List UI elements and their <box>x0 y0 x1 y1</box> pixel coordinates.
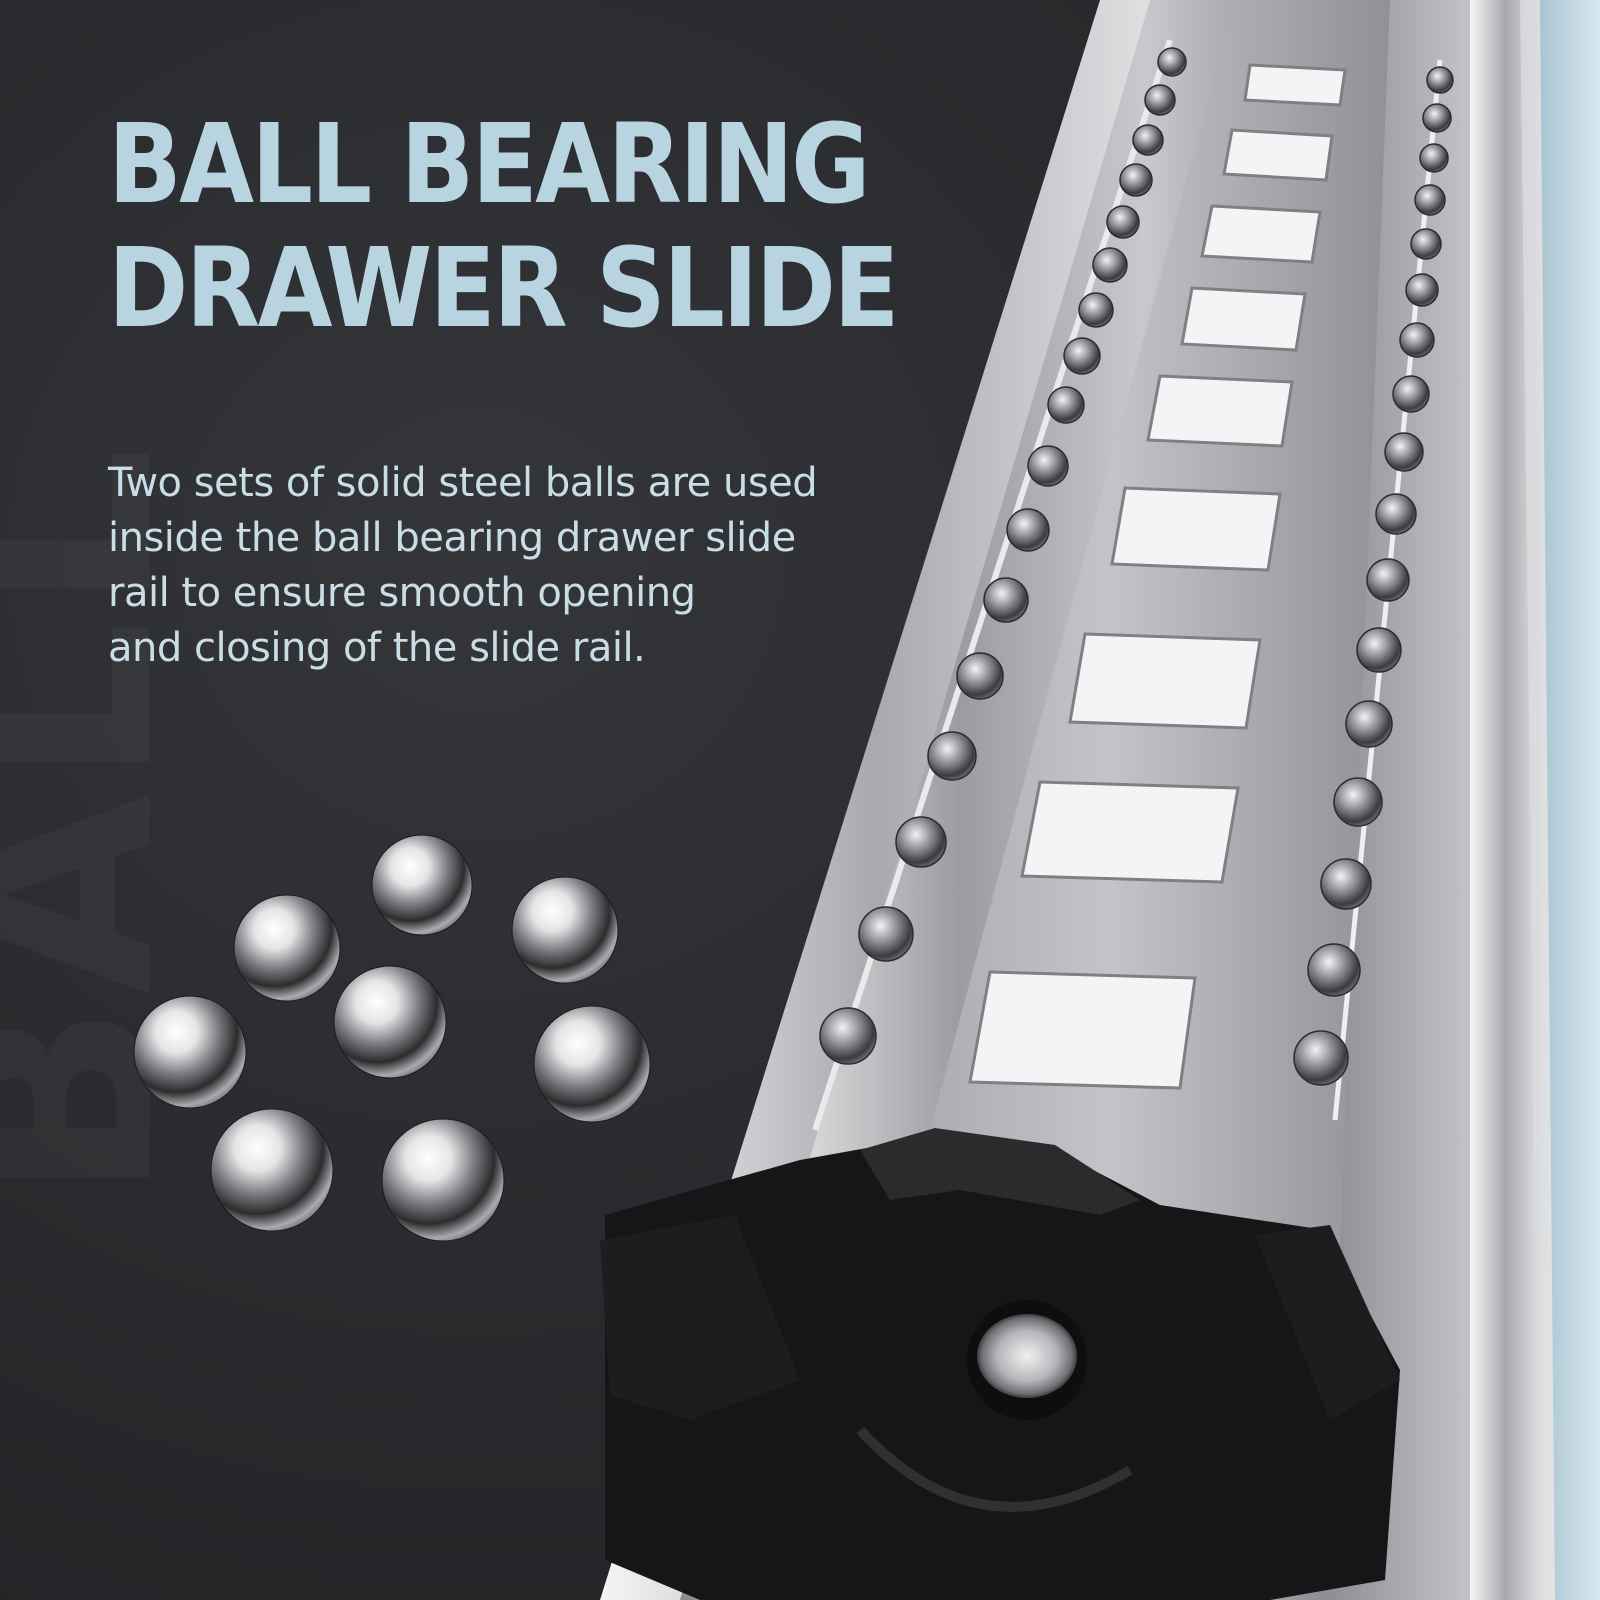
channel-cutout <box>968 970 1197 1090</box>
rail-ball <box>1047 386 1085 424</box>
rail-ball <box>1293 1030 1349 1086</box>
steel-ball <box>133 995 247 1109</box>
rail-ball <box>1333 777 1383 827</box>
rail-ball <box>1307 943 1361 997</box>
channel-cutout <box>1222 128 1334 182</box>
right-ball-row <box>1293 66 1454 1086</box>
rail-ball <box>1078 292 1114 328</box>
description-line: rail to ensure smooth opening <box>108 570 696 616</box>
rail-ball <box>1132 124 1164 156</box>
rail-ball <box>983 577 1029 623</box>
page-title: BALL BEARING DRAWER SLIDE <box>108 100 899 352</box>
end-cap-left-tab <box>600 1215 800 1420</box>
description-line: inside the ball bearing drawer slide <box>108 515 796 561</box>
steel-ball <box>371 834 473 936</box>
end-cap-curve <box>856 1426 1133 1512</box>
rail-ball <box>1157 47 1187 77</box>
loose-steel-balls <box>133 834 651 1242</box>
description-line: Two sets of solid steel balls are used <box>108 460 818 506</box>
rivet-face <box>977 1314 1077 1398</box>
left-ball-row <box>819 47 1187 1065</box>
title-line-1: BALL BEARING <box>108 100 871 228</box>
rail-ball <box>1345 700 1393 748</box>
channel-cutout <box>1068 632 1262 730</box>
title-line-2: DRAWER SLIDE <box>108 224 899 352</box>
product-description: Two sets of solid steel balls are used i… <box>108 456 928 676</box>
channel-cutout <box>1020 780 1240 884</box>
rail-ball <box>1426 66 1454 94</box>
rail-ball <box>1356 627 1402 673</box>
rail-ball <box>1106 205 1140 239</box>
rail-ball <box>1414 184 1446 216</box>
steel-ball <box>511 876 619 984</box>
rail-ball <box>1419 143 1449 173</box>
rail-ball <box>1384 432 1424 472</box>
rail-ball <box>1092 247 1128 283</box>
rail-inner-channel <box>830 0 1390 1500</box>
rail-ball <box>819 1007 877 1065</box>
plastic-end-cap <box>600 1128 1400 1600</box>
rail-ball <box>1399 322 1435 358</box>
channel-cutout <box>1146 374 1294 448</box>
steel-ball <box>210 1108 334 1232</box>
rail-ball <box>1410 228 1442 260</box>
rail-ball <box>956 652 1004 700</box>
rail-ball <box>858 906 914 962</box>
rail-ball <box>895 816 947 868</box>
rail-ball <box>1320 858 1372 910</box>
rail-ball <box>1063 337 1101 375</box>
end-cap-right-tab <box>1255 1225 1400 1420</box>
channel-cutout <box>1200 204 1322 264</box>
rail-ball <box>1422 103 1452 133</box>
rail-ball <box>1006 508 1050 552</box>
steel-ball <box>533 1005 651 1123</box>
channel-cutout <box>1180 286 1307 352</box>
steel-ball <box>233 894 341 1002</box>
rail-ball <box>1144 84 1176 116</box>
rail-ball <box>1405 273 1439 307</box>
steel-ball <box>333 965 447 1079</box>
channel-cutout <box>1110 486 1282 572</box>
rail-ball <box>927 731 977 781</box>
channel-cutout <box>1243 63 1347 107</box>
rail-ball <box>1375 493 1417 535</box>
rail-right-lip <box>1470 0 1540 1600</box>
description-line: and closing of the slide rail. <box>108 625 646 671</box>
end-cap-top-face <box>860 1128 1140 1215</box>
rail-ball <box>1366 558 1410 602</box>
rail-ball <box>1392 375 1430 413</box>
steel-ball <box>381 1118 505 1242</box>
channel-cutouts <box>968 63 1347 1090</box>
rail-ball <box>1027 445 1069 487</box>
rail-ball <box>1119 163 1153 197</box>
